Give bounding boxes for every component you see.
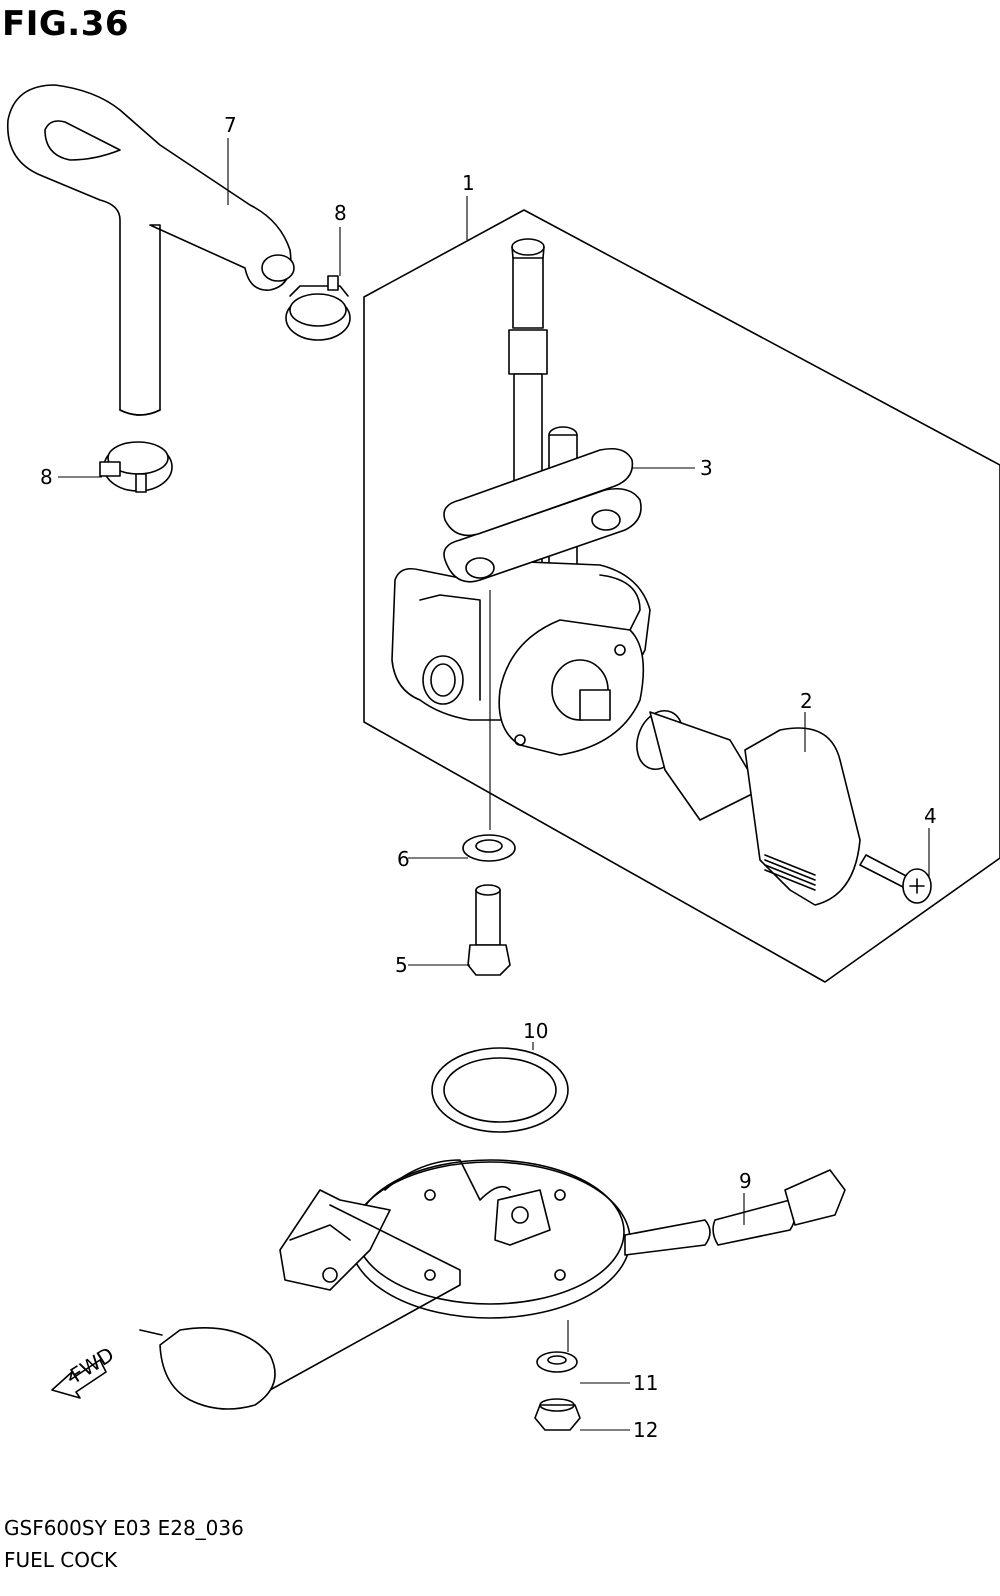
figure-name: FUEL COCK: [4, 1548, 118, 1572]
part-screw: [859, 854, 932, 904]
part-fuel-hose: [7, 84, 295, 416]
callout-2: 2: [800, 689, 813, 713]
callout-3: 3: [700, 456, 713, 480]
figure-title: FIG.36: [2, 4, 130, 44]
fwd-arrow-icon: FWD: [51, 1342, 118, 1399]
part-clamp-lower: [99, 441, 173, 493]
callout-4: 4: [924, 804, 937, 828]
callout-6: 6: [397, 847, 410, 871]
callout-1: 1: [462, 171, 475, 195]
part-nut: [534, 1398, 581, 1431]
figure-code: GSF600SY E03 E28_036: [4, 1516, 244, 1540]
callout-12: 12: [633, 1418, 658, 1442]
part-gasket: [443, 447, 642, 583]
callouts: 1 2 3 4 5 6 7 8 8 9 10 11 12: [40, 113, 937, 1442]
callout-8-upper: 8: [334, 201, 347, 225]
part-clamp-upper: [285, 275, 351, 341]
callout-7: 7: [224, 113, 237, 137]
part-fuel-cock-body: [391, 238, 651, 756]
callout-10: 10: [523, 1019, 548, 1043]
callout-9: 9: [739, 1169, 752, 1193]
part-washer: [462, 834, 516, 862]
part-o-ring: [431, 1047, 569, 1133]
part-bolt: [467, 884, 511, 976]
callout-11: 11: [633, 1371, 658, 1395]
callout-5: 5: [395, 953, 408, 977]
leader-lines: [58, 138, 930, 1431]
part-washer-small: [536, 1351, 578, 1373]
part-lever: [636, 710, 861, 906]
assembly-frame: [363, 209, 1000, 983]
callout-8-lower: 8: [40, 465, 53, 489]
part-fuel-gauge-plate: [139, 1159, 846, 1410]
